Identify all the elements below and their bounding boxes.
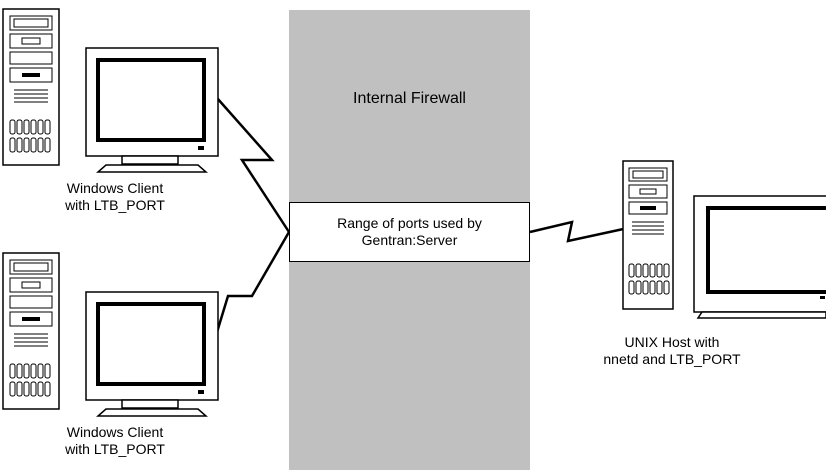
client-label-line2: with LTB_PORT — [65, 441, 165, 457]
client-label: Windows Client with LTB_PORT — [30, 180, 200, 214]
lightning-bolt-icon — [529, 220, 629, 243]
lightning-bolt-icon — [212, 231, 291, 343]
host-label-line1: UNIX Host with — [624, 334, 720, 350]
unix-workstation-icon — [622, 160, 826, 319]
client-label: Windows Client with LTB_PORT — [30, 424, 200, 458]
client-label-line1: Windows Client — [66, 424, 164, 440]
port-range-box: Range of ports used by Gentran:Server — [289, 202, 530, 262]
client-label-line1: Windows Client — [66, 180, 164, 196]
port-range-line2: Gentran:Server — [361, 232, 458, 248]
firewall-title: Internal Firewall — [353, 90, 466, 107]
lightning-bolt-icon — [216, 97, 291, 233]
windows-pc-icon — [1, 251, 220, 418]
host-label: UNIX Host with nnetd and LTB_PORT — [562, 334, 782, 368]
port-range-line1: Range of ports used by — [337, 215, 482, 231]
client-label-line2: with LTB_PORT — [65, 197, 165, 213]
host-label-line2: nnetd and LTB_PORT — [603, 351, 741, 367]
windows-pc-icon — [1, 7, 220, 174]
